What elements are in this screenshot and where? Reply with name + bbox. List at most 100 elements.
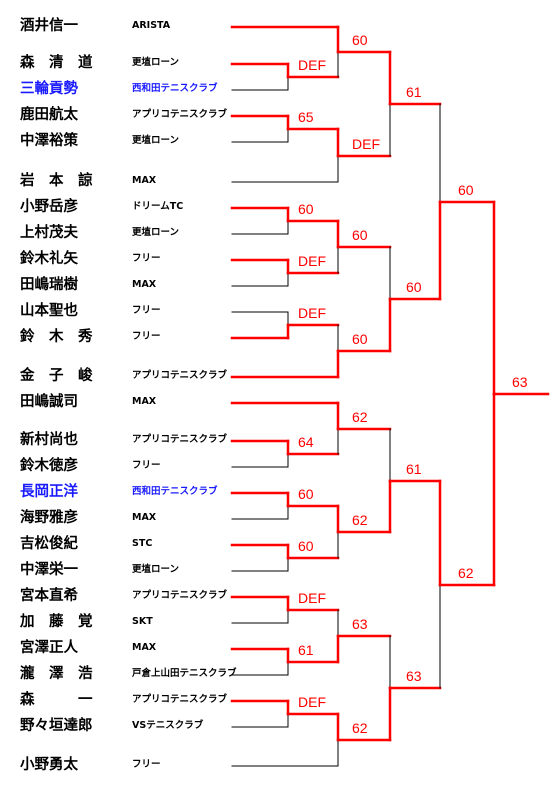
player-name: 三輪貢勢 <box>20 81 78 97</box>
match-score: DEF <box>298 253 326 269</box>
match-score: 62 <box>352 720 368 736</box>
player-name: 山本聖也 <box>20 303 78 319</box>
player-club: MAX <box>132 279 157 290</box>
match-score: 61 <box>406 84 422 100</box>
player-name: 岩 本 諒 <box>20 173 93 189</box>
final-score: 63 <box>512 374 528 390</box>
player-name: 鈴 木 秀 <box>20 329 93 345</box>
player-row: 小野岳彦 ドリームTC <box>0 197 232 217</box>
player-name: 吉松俊紀 <box>20 536 78 552</box>
player-club: 西和田テニスクラブ <box>132 83 218 94</box>
player-row: 小野勇太フリー <box>0 755 232 775</box>
player-row: 瀧 澤 浩戸倉上山田テニスクラブ <box>0 664 237 684</box>
player-club: フリー <box>132 331 161 342</box>
player-row: 海野雅彦 MAX <box>0 508 232 528</box>
match-score: 60 <box>352 331 368 347</box>
player-club: MAX <box>132 642 157 653</box>
match-score: 60 <box>458 182 474 198</box>
player-name: 鈴木礼矢 <box>20 251 78 267</box>
match-score: DEF <box>298 590 326 606</box>
match-score: 62 <box>352 409 368 425</box>
player-club: SKT <box>132 616 153 627</box>
player-club: アプリコテニスクラブ <box>132 434 228 445</box>
match-score: 63 <box>406 668 422 684</box>
player-row: 酒井信一 ARISTA <box>0 16 232 36</box>
match-score: 60 <box>352 32 368 48</box>
player-club: 更埴ローン <box>132 135 180 146</box>
match-score: DEF <box>352 136 380 152</box>
match-score: 60 <box>298 486 314 502</box>
player-club: 更埴ローン <box>132 227 180 238</box>
player-name: 宮本直希 <box>20 588 78 604</box>
match-score: 61 <box>406 461 422 477</box>
player-club: ドリームTC <box>132 201 184 212</box>
player-club: 更埴ローン <box>132 564 180 575</box>
player-club: 西和田テニスクラブ <box>132 486 218 497</box>
player-row: 鹿田航太 アプリコテニスクラブ <box>0 105 232 125</box>
player-club: 更埴ローン <box>132 57 180 68</box>
player-row: 金 子 峻 アプリコテニスクラブ <box>0 366 232 386</box>
player-row: 鈴木礼矢フリー <box>0 249 232 269</box>
player-name: 中澤栄一 <box>20 562 78 578</box>
match-score: 60 <box>298 538 314 554</box>
player-club: MAX <box>132 396 157 407</box>
player-row: 加 藤 覚 SKT <box>0 612 232 632</box>
player-name: 田嶋瑞樹 <box>20 277 78 293</box>
match-score: 63 <box>352 616 368 632</box>
player-row: 鈴木徳彦フリー <box>0 456 232 476</box>
player-club: ARISTA <box>132 20 171 31</box>
player-name: 小野岳彦 <box>20 199 78 215</box>
player-club: VSテニスクラブ <box>132 720 204 731</box>
player-club: アプリコテニスクラブ <box>132 109 228 120</box>
player-row: 田嶋誠司 MAX <box>0 392 232 412</box>
player-row: 上村茂夫 更埴ローン <box>0 223 232 243</box>
player-name: 瀧 澤 浩 <box>20 666 93 682</box>
player-name: 森 一 <box>20 692 93 708</box>
player-row: 岩 本 諒 MAX <box>0 171 232 191</box>
player-club: MAX <box>132 175 157 186</box>
player-row: 山本聖也 フリー <box>0 301 232 321</box>
player-row: 中澤栄一 更埴ローン <box>0 560 232 580</box>
player-row: 宮澤正人 MAX <box>0 638 232 658</box>
player-name: 田嶋誠司 <box>20 394 78 410</box>
player-name: 野々垣達郎 <box>20 718 93 734</box>
match-score: 60 <box>352 227 368 243</box>
player-row: 田嶋瑞樹 MAX <box>0 275 232 295</box>
player-club: MAX <box>132 512 157 523</box>
match-score: 64 <box>298 434 314 450</box>
player-row: 新村尚也 アプリコテニスクラブ <box>0 430 232 450</box>
player-club: アプリコテニスクラブ <box>132 590 228 601</box>
player-club: アプリコテニスクラブ <box>132 370 228 381</box>
player-row: 中澤裕策 更埴ローン <box>0 131 232 151</box>
player-row: 宮本直希 アプリコテニスクラブ <box>0 586 232 606</box>
player-name: 中澤裕策 <box>20 133 78 149</box>
player-name: 海野雅彦 <box>20 510 78 526</box>
player-name: 金 子 峻 <box>20 368 93 384</box>
player-name: 鹿田航太 <box>20 107 78 123</box>
player-name: 森 清 道 <box>20 55 93 71</box>
player-row: 森 一アプリコテニスクラブ <box>0 690 232 710</box>
match-score: DEF <box>298 57 326 73</box>
player-club: フリー <box>132 305 161 316</box>
player-name: 新村尚也 <box>20 432 78 448</box>
player-name: 小野勇太 <box>20 757 78 773</box>
player-row: 森 清 道 更埴ローン <box>0 53 232 73</box>
match-score: 61 <box>298 642 314 658</box>
player-name: 宮澤正人 <box>20 640 78 656</box>
player-row: 鈴 木 秀 フリー <box>0 327 232 347</box>
match-score: DEF <box>298 694 326 710</box>
match-score: 62 <box>352 512 368 528</box>
match-score: 62 <box>458 565 474 581</box>
player-name: 上村茂夫 <box>20 225 78 241</box>
player-name: 加 藤 覚 <box>20 614 93 630</box>
player-row: 野々垣達郎 VSテニスクラブ <box>0 716 232 736</box>
player-row: 三輪貢勢 西和田テニスクラブ <box>0 79 232 99</box>
player-name: 酒井信一 <box>20 18 78 34</box>
player-name: 鈴木徳彦 <box>20 458 78 474</box>
match-score: 60 <box>298 201 314 217</box>
match-score: 65 <box>298 109 314 125</box>
player-row: 長岡正洋西和田テニスクラブ <box>0 482 232 502</box>
